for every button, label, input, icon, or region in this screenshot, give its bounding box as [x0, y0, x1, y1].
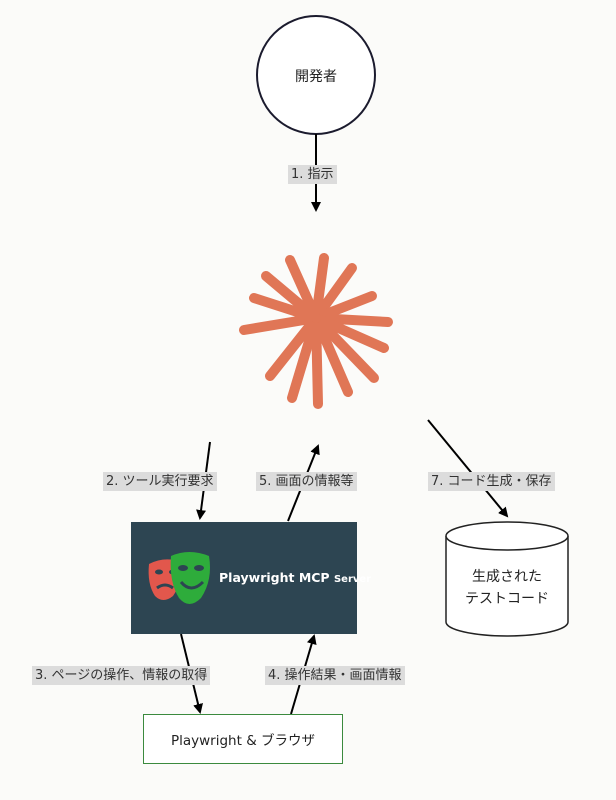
edge-label-step7: 7. コード生成・保存: [428, 472, 555, 491]
edge-code-save: [427, 419, 509, 518]
playwright-mcp-server-title: Playwright MCP Server: [219, 570, 372, 585]
ai-agent-burst-icon: [239, 253, 393, 409]
edge-label-step5: 5. 画面の情報等: [256, 472, 357, 491]
edge-label-step2: 2. ツール実行要求: [103, 472, 217, 491]
storage-label-line2: テストコード: [465, 591, 549, 607]
edge-label-step3: 3. ページの操作、情報の取得: [32, 666, 211, 685]
playwright-browser-node: Playwright & ブラウザ: [143, 714, 343, 764]
edge-label-step1: 1. 指示: [288, 165, 337, 184]
edge-label-step4: 4. 操作結果・画面情報: [265, 666, 405, 685]
playwright-browser-label: Playwright & ブラウザ: [170, 733, 316, 749]
test-code-storage-node: [445, 521, 569, 637]
playwright-masks-logo-icon: [148, 552, 210, 604]
developer-label: 開発者: [295, 69, 337, 85]
playwright-mcp-server-node: Playwright MCP Server: [131, 522, 371, 634]
storage-label-line1: 生成された: [472, 569, 542, 585]
test-code-storage-label: 生成された テストコード: [446, 566, 568, 610]
